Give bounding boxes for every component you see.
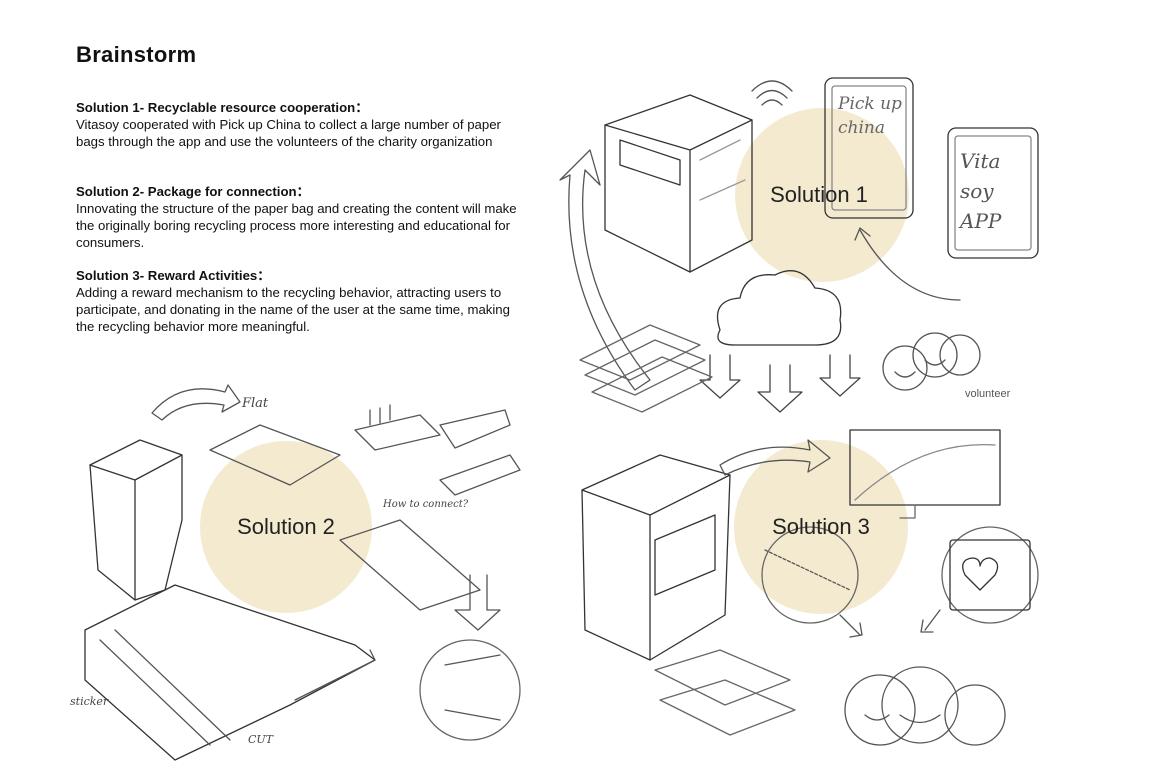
paper-bag-sketch — [89, 439, 183, 601]
phone-vitasoy-text: Vita soy APP — [960, 149, 1002, 233]
smiling-faces-sketch — [844, 666, 1006, 746]
heart-card-sketch — [941, 526, 1039, 624]
solution-2-body: Innovating the structure of the paper ba… — [76, 201, 517, 250]
solution-3-block: Solution 3- Reward Activities： Adding a … — [76, 267, 536, 335]
solution-1-body: Vitasoy cooperated with Pick up China to… — [76, 117, 501, 149]
solution-3-body: Adding a reward mechanism to the recycli… — [76, 285, 510, 334]
recycling-bin-sketch-1 — [604, 94, 753, 273]
page-title: Brainstorm — [76, 42, 197, 67]
sticker-label: sticker — [70, 695, 109, 708]
flat-bag-sketch — [209, 424, 341, 486]
flat-label: Flat — [242, 396, 269, 411]
volunteer-label: volunteer — [965, 388, 1011, 400]
volunteer-faces-sketch — [882, 332, 981, 391]
coin-sketch — [761, 526, 859, 624]
opened-bag-sketch — [84, 584, 376, 761]
solution-1-label: Solution 1 — [770, 182, 868, 207]
solution-2-block: Solution 2- Package for connection： Inno… — [76, 183, 536, 251]
curved-arrow-sketch — [559, 149, 651, 391]
wifi-icon — [751, 80, 793, 106]
solution-1-heading: Solution 1- Recyclable resource cooperat… — [76, 100, 369, 115]
solution-3-circle — [734, 440, 908, 614]
double-arrow-sketch — [854, 227, 961, 301]
paper-stack-sketch — [579, 324, 713, 413]
phone-pickup-text: Pick up china — [838, 94, 902, 138]
paper-stack-sketch-3 — [654, 649, 796, 736]
solution-2-heading: Solution 2- Package for connection： — [76, 184, 310, 199]
phone-pickup-sketch — [824, 77, 914, 219]
connector-sketches — [339, 404, 521, 611]
down-arrows-sketch — [699, 354, 861, 413]
flat-arrow-sketch — [151, 384, 241, 421]
down-arrow-sketch — [454, 574, 501, 631]
screen-sketch — [849, 429, 1001, 519]
phone-vitasoy-sketch — [947, 127, 1039, 259]
recycling-bin-sketch-3 — [581, 454, 731, 661]
how-to-connect-label: How to connect? — [383, 499, 469, 510]
right-arrow-sketch — [719, 439, 831, 476]
solution-1-block: Solution 1- Recyclable resource cooperat… — [76, 99, 536, 150]
solution-3-heading: Solution 3- Reward Activities： — [76, 268, 271, 283]
solution-2-circle — [200, 441, 372, 613]
detail-circle-sketch — [419, 639, 521, 741]
cloud-sketch — [716, 270, 842, 346]
solution-2-label: Solution 2 — [237, 514, 335, 539]
cut-label: CUT — [248, 733, 274, 746]
solution-3-label: Solution 3 — [772, 514, 870, 539]
